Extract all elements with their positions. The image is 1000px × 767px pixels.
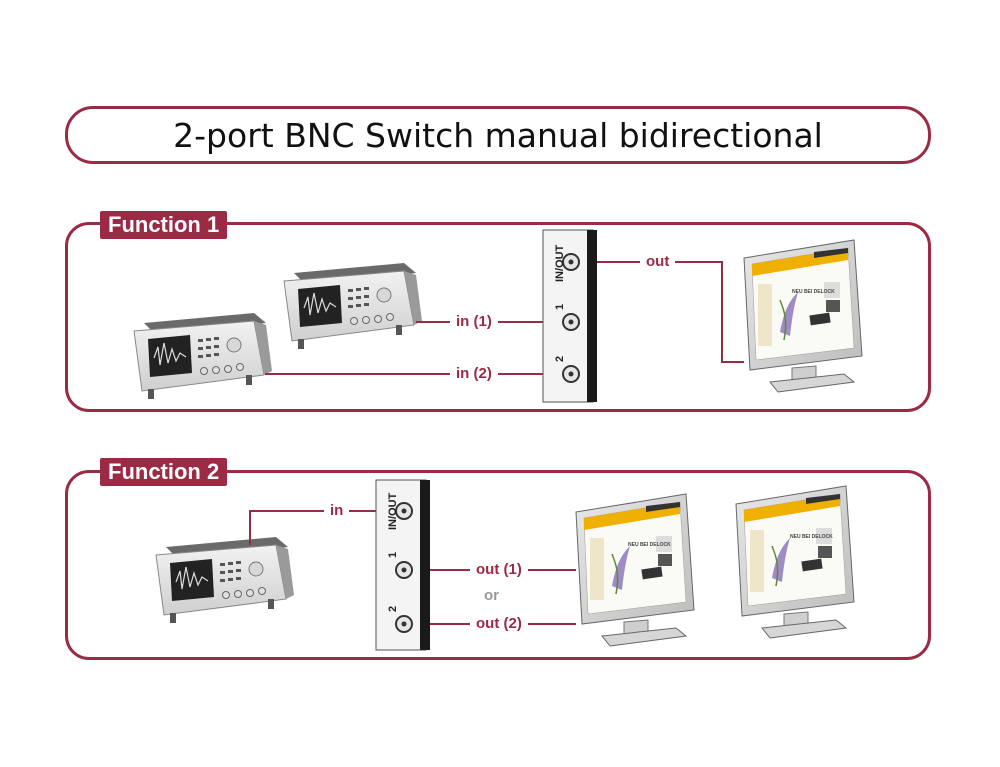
port-label-1: 1 <box>554 304 566 310</box>
port-label-1: 1 <box>387 552 399 558</box>
function-2-panel <box>65 470 931 660</box>
port-label-inout: IN/OUT <box>554 244 566 282</box>
title-box: 2-port BNC Switch manual bidirectional <box>65 106 931 164</box>
function-2-out2-label: out (2) <box>470 615 528 633</box>
function-1-monitor: NEU BEI DELOCK <box>743 239 863 393</box>
bnc-connector-icon <box>395 502 413 520</box>
function-2-in-label: in <box>324 502 350 520</box>
port-label-2: 2 <box>387 606 399 612</box>
function-1-out-label: out <box>640 253 676 271</box>
monitor-screen-text: NEU BEI DELOCK <box>790 534 833 540</box>
diagram-title: 2-port BNC Switch manual bidirectional <box>173 115 823 155</box>
bnc-connector-icon <box>395 615 413 633</box>
function-1-bnc-switch: IN/OUT 1 2 <box>542 229 597 403</box>
bnc-connector-icon <box>562 365 580 383</box>
function-2-tag: Function 2 <box>100 458 228 486</box>
function-1-in1-label: in (1) <box>450 313 498 331</box>
function-2-or-label: or <box>484 587 499 604</box>
function-1-tag: Function 1 <box>100 211 228 239</box>
function-1-oscilloscope-back <box>283 262 423 350</box>
function-2-oscilloscope <box>155 536 295 624</box>
monitor-screen-text: NEU BEI DELOCK <box>792 289 835 295</box>
port-label-inout: IN/OUT <box>387 492 399 530</box>
function-1-oscilloscope-front <box>133 312 273 400</box>
function-2-out1-label: out (1) <box>470 561 528 579</box>
function-2-monitor-2: NEU BEI DELOCK <box>735 485 855 639</box>
function-1-in2-label: in (2) <box>450 365 498 383</box>
bnc-connector-icon <box>395 561 413 579</box>
bnc-connector-icon <box>562 253 580 271</box>
function-1-panel <box>65 222 931 412</box>
function-2-monitor-1: NEU BEI DELOCK <box>575 493 695 647</box>
port-label-2: 2 <box>554 356 566 362</box>
monitor-screen-text: NEU BEI DELOCK <box>628 542 671 548</box>
function-2-bnc-switch: IN/OUT 1 2 <box>375 479 430 651</box>
bnc-connector-icon <box>562 313 580 331</box>
